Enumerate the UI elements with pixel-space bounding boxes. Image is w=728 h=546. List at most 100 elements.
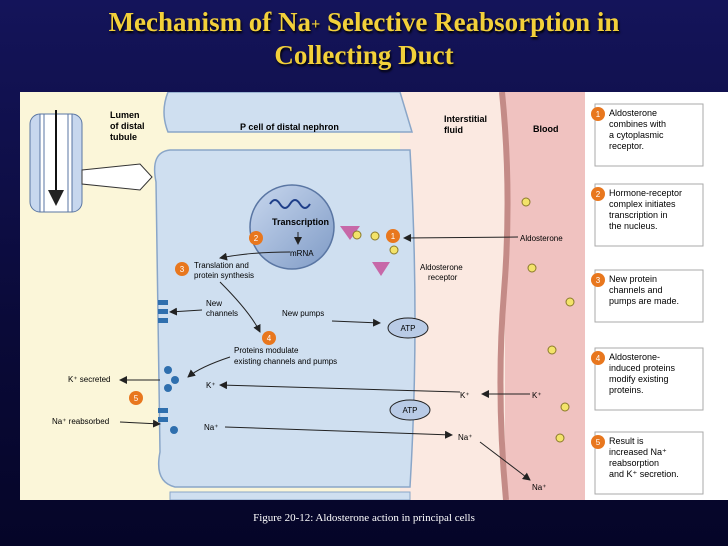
transcription-label: Transcription (272, 217, 329, 227)
svg-text:and K⁺ secretion.: and K⁺ secretion. (609, 469, 679, 479)
na-to-interstitial-arrow (224, 426, 453, 439)
mrna-label: mRNA (290, 249, 314, 258)
k-ion-interstitial: K⁺ (460, 391, 470, 400)
receptor-icon (372, 262, 390, 276)
na-ion-blood: Na⁺ (532, 483, 546, 492)
mrna-to-translation-arrow (219, 251, 291, 261)
k-secreted-label: K⁺ secreted (68, 375, 110, 384)
modulate-label-1: Proteins modulate (234, 346, 299, 355)
title-superscript: + (311, 16, 321, 33)
blood-region (505, 92, 585, 500)
atp-lower-label: ATP (403, 406, 418, 415)
dna-strand (269, 199, 311, 209)
step-badge-4: 4 (262, 331, 276, 345)
svg-text:reabsorption: reabsorption (609, 458, 659, 468)
step-badge-3: 3 (175, 262, 189, 276)
receptor-complex-icon (340, 226, 360, 240)
slide-title: Mechanism of Na+ Selective Reabsorption … (0, 6, 728, 72)
svg-text:modify existing: modify existing (609, 374, 669, 384)
interstitial-label-2: fluid (444, 125, 463, 135)
title-text-a: Mechanism of Na (108, 7, 312, 37)
svg-text:increased Na⁺: increased Na⁺ (609, 447, 667, 457)
svg-text:Aldosterone-: Aldosterone- (609, 352, 660, 362)
svg-text:receptor.: receptor. (609, 141, 644, 151)
na-to-blood-arrow (479, 441, 531, 481)
k-into-cell-arrow (219, 381, 461, 393)
lumen-label-2: of distal (110, 121, 145, 131)
legend-item-3: 3 New protein channels and pumps are mad… (591, 269, 704, 323)
na-reabsorbed-arrow (119, 419, 161, 428)
na-reabsorbed-label: Na⁺ reabsorbed (52, 417, 109, 426)
svg-text:1: 1 (391, 232, 396, 241)
step-badge-5: 5 (129, 391, 143, 405)
title-line-1: Mechanism of Na+ Selective Reabsorption … (0, 6, 728, 39)
aldosterone-molecule-dot (389, 245, 399, 255)
svg-text:2: 2 (596, 190, 601, 199)
svg-text:New protein: New protein (609, 274, 657, 284)
legend-item-2: 2 Hormone-receptor complex initiates tra… (591, 183, 704, 247)
aldosterone-arrow (403, 233, 519, 242)
k-ion-cell: K⁺ (206, 381, 216, 390)
atp-upper (387, 317, 429, 339)
vessel-wall (497, 91, 511, 501)
receptor-label-2: receptor (428, 273, 458, 282)
nucleus (249, 184, 335, 270)
atp-upper-label: ATP (401, 324, 416, 333)
new-channels-label-1: New (206, 299, 222, 308)
translation-label-1: Translation and (194, 261, 249, 270)
bound-aldosterone-dot (352, 230, 362, 240)
legend-item-4: 4 Aldosterone- induced proteins modify e… (591, 347, 704, 411)
svg-text:4: 4 (267, 334, 272, 343)
cell-label: P cell of distal nephron (240, 122, 339, 132)
atp-lower (389, 399, 431, 421)
legend-item-5: 5 Result is increased Na⁺ reabsorption a… (591, 431, 704, 495)
translation-down-arrow (219, 281, 261, 333)
svg-text:induced proteins: induced proteins (609, 363, 676, 373)
svg-text:Result is: Result is (609, 436, 644, 446)
channel-proteins (158, 300, 179, 434)
new-channels-arrow (169, 307, 203, 316)
svg-text:a cytoplasmic: a cytoplasmic (609, 130, 664, 140)
svg-text:4: 4 (596, 354, 601, 363)
new-channels-label-2: channels (206, 309, 238, 318)
svg-text:pumps are made.: pumps are made. (609, 296, 679, 306)
svg-text:5: 5 (596, 438, 601, 447)
svg-text:combines with: combines with (609, 119, 666, 129)
figure-caption: Figure 20-12: Aldosterone action in prin… (253, 512, 475, 524)
title-line-2: Collecting Duct (274, 40, 454, 70)
tubule-illustration (29, 110, 153, 213)
aldosterone-diagram: Lumen of distal tubule P cell of distal … (20, 91, 728, 501)
lumen-label-3: tubule (110, 132, 137, 142)
new-pumps-label: New pumps (282, 309, 324, 318)
svg-text:1: 1 (596, 110, 601, 119)
svg-text:Hormone-receptor: Hormone-receptor (609, 188, 682, 198)
svg-text:transcription in: transcription in (609, 210, 668, 220)
svg-text:channels and: channels and (609, 285, 663, 295)
translation-label-2: protein synthesis (194, 271, 254, 280)
title-text-b: Selective Reabsorption in (320, 7, 620, 37)
svg-text:3: 3 (180, 265, 185, 274)
interstitial-region (400, 92, 505, 500)
na-ion-cell: Na⁺ (204, 423, 218, 432)
blood-label: Blood (533, 124, 559, 134)
step-badge-2: 2 (249, 231, 263, 245)
svg-text:proteins.: proteins. (609, 385, 644, 395)
figure-panel: Lumen of distal tubule P cell of distal … (20, 91, 728, 501)
svg-text:5: 5 (134, 394, 139, 403)
modulate-arrow (187, 356, 231, 378)
upper-cell (163, 91, 414, 133)
lower-cell (169, 491, 411, 501)
lumen-label-1: Lumen (110, 110, 140, 120)
svg-text:complex initiates: complex initiates (609, 199, 676, 209)
svg-text:Aldosterone: Aldosterone (609, 108, 657, 118)
step-badge-1: 1 (386, 229, 400, 243)
aldosterone-molecules (370, 197, 575, 443)
legend-item-1: 1 Aldosterone combines with a cytoplasmi… (591, 103, 704, 167)
k-ion-blood: K⁺ (532, 391, 542, 400)
modulate-label-2: existing channels and pumps (234, 357, 337, 366)
interstitial-label-1: Interstitial (444, 114, 487, 124)
svg-text:the nucleus.: the nucleus. (609, 221, 658, 231)
aldosterone-label: Aldosterone (520, 234, 563, 243)
new-pumps-arrow (331, 318, 381, 327)
na-ion-interstitial: Na⁺ (458, 433, 472, 442)
